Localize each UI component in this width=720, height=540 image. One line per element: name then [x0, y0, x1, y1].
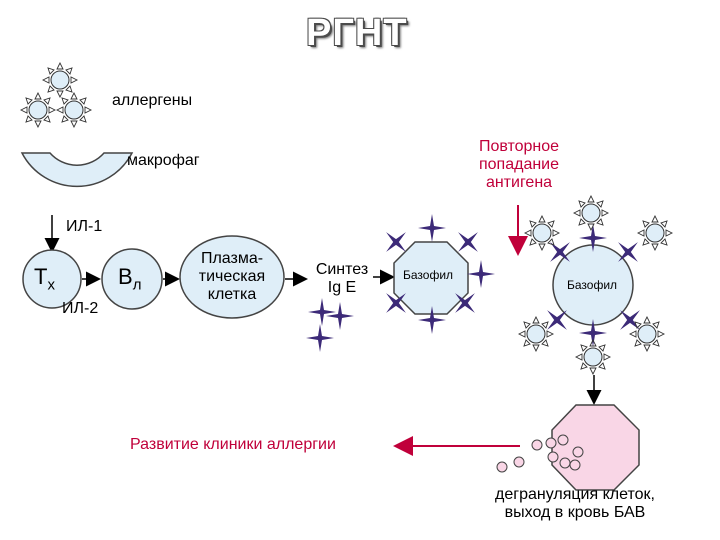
degranulation-line: дегрануляция клеток, — [495, 486, 655, 503]
basophil-left — [393, 241, 469, 315]
repeat-antigen-line: попадание — [478, 156, 560, 173]
antibody-icon — [308, 298, 336, 326]
allergen-sun-icon — [573, 195, 609, 231]
b-cell-label: Вл — [118, 264, 141, 293]
plasma-cell-label: Плазма- тическая клетка — [182, 250, 282, 304]
repeat-antigen-label: Повторное попадание антигена — [454, 138, 584, 192]
page-title: РГНТ — [306, 12, 408, 54]
b-sub-text: л — [132, 276, 142, 294]
degranulation-label: дегрануляция клеток, выход в кровь БАВ — [470, 486, 680, 522]
allergen-sun-icon — [56, 92, 92, 128]
degranulated-cell — [551, 404, 640, 491]
synthesis-line: Ig E — [327, 279, 357, 296]
macrophage-label: макрофаг — [127, 152, 200, 169]
th-cell — [22, 249, 82, 309]
il1-label: ИЛ-1 — [66, 218, 103, 235]
plasma-cell — [179, 235, 285, 319]
th-main-text: Т — [34, 264, 48, 289]
basophil-left-label: Базофил — [403, 268, 454, 282]
granules — [496, 434, 584, 473]
th-cell-label: Тх — [34, 264, 55, 293]
repeat-antigen-line: Повторное — [478, 138, 560, 155]
synthesis-line: Синтез — [315, 261, 369, 278]
plasma-line: Плазма- — [200, 250, 264, 267]
plasma-line: тическая — [198, 268, 266, 285]
th-sub-text: х — [47, 276, 55, 294]
clinic-label: Развитие клиники аллергии — [130, 436, 336, 453]
synthesis-label: Синтез Ig E — [302, 261, 382, 297]
allergen-sun-icon — [637, 215, 673, 251]
il2-label: ИЛ-2 — [62, 300, 99, 317]
antibody-icon — [306, 324, 334, 352]
allergen-sun-icon — [518, 316, 554, 352]
antibody-icon — [467, 260, 495, 288]
b-cell — [101, 248, 163, 310]
allergen-sun-icon — [524, 215, 560, 251]
b-main-text: В — [118, 264, 133, 289]
antibody-icon — [326, 302, 354, 330]
degranulation-line: выход в кровь БАВ — [504, 504, 646, 521]
allergen-sun-icon — [20, 92, 56, 128]
plasma-line: клетка — [207, 286, 257, 303]
basophil-right-label: Базофил — [567, 278, 618, 292]
repeat-antigen-line: антигена — [485, 174, 553, 191]
allergen-sun-icon — [629, 316, 665, 352]
antibody-icon — [418, 214, 446, 242]
macrophage-shape — [20, 152, 134, 188]
allergen-sun-icon — [42, 62, 78, 98]
allergens-label: аллергены — [112, 92, 193, 109]
